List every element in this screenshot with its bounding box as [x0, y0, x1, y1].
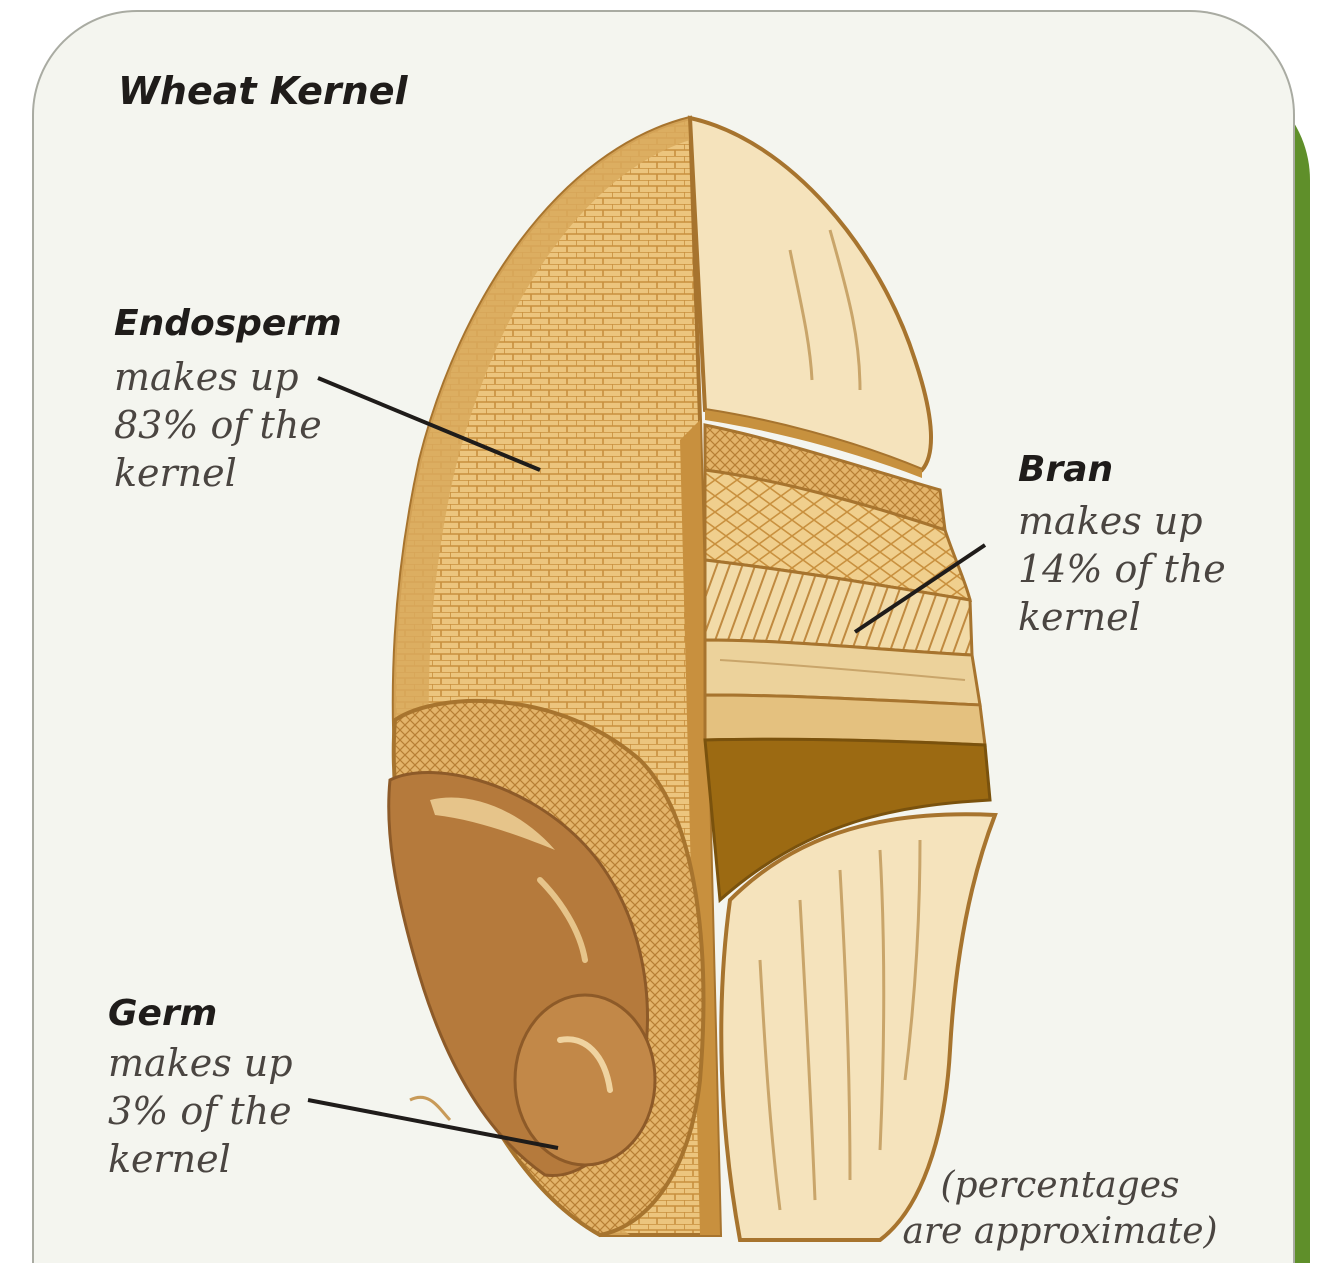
endosperm-line-2: 83% of the: [114, 406, 322, 454]
endosperm-label-text: makes up 83% of the kernel: [114, 358, 322, 502]
bran-layer-5: [705, 695, 985, 745]
endosperm-label-title: Endosperm: [114, 306, 342, 342]
embryo: [515, 995, 655, 1165]
bran-line-1: makes up: [1018, 502, 1226, 550]
bran-label-title: Bran: [1018, 452, 1113, 488]
endosperm-line-1: makes up: [114, 358, 322, 406]
note-line-1: (percentages: [900, 1168, 1220, 1204]
diagram-title: Wheat Kernel: [118, 72, 408, 110]
endosperm-line-3: kernel: [114, 454, 322, 502]
germ-line-2: 3% of the: [108, 1092, 293, 1140]
percentages-note: (percentages are approximate): [900, 1168, 1220, 1250]
germ-line-3: kernel: [108, 1140, 293, 1188]
note-line-2: are approximate): [900, 1214, 1220, 1250]
germ-line-1: makes up: [108, 1044, 293, 1092]
germ-label-text: makes up 3% of the kernel: [108, 1044, 293, 1188]
bran-line-3: kernel: [1018, 598, 1226, 646]
bran-label-text: makes up 14% of the kernel: [1018, 502, 1226, 646]
germ-label-title: Germ: [108, 996, 217, 1032]
bran-line-2: 14% of the: [1018, 550, 1226, 598]
